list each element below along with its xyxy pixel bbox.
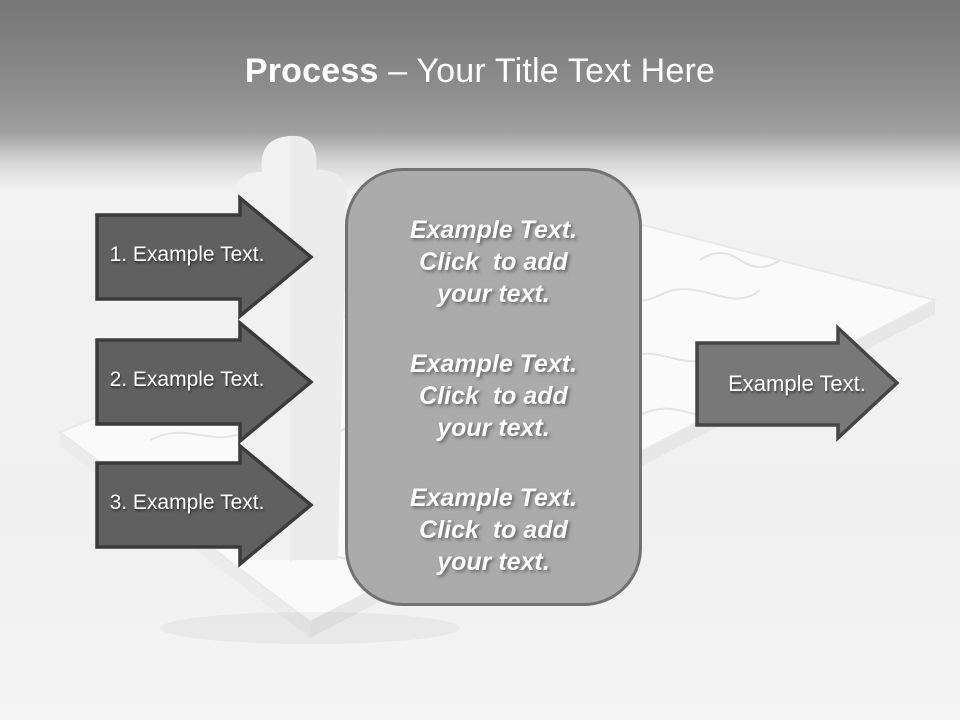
slide-title[interactable]: Process – Your Title Text Here	[0, 52, 960, 91]
step-arrow-label: 1. Example Text.	[109, 243, 265, 266]
step-arrow-label: 2. Example Text.	[109, 368, 265, 391]
step-arrow-label: 3. Example Text.	[109, 491, 265, 514]
output-arrow-label: Example Text.	[728, 371, 866, 396]
step-arrow-2[interactable]: 2. Example Text.	[95, 319, 314, 445]
step-arrow-3[interactable]: 3. Example Text.	[95, 442, 314, 568]
output-arrow[interactable]: Example Text.	[695, 323, 900, 443]
center-text-panel[interactable]: Example Text. Click to add your text. Ex…	[345, 168, 642, 606]
title-separator: –	[378, 52, 417, 90]
right-arrow-shape	[95, 194, 314, 320]
right-arrow-shape	[95, 319, 314, 445]
title-emphasis: Process	[244, 52, 379, 90]
placeholder-text-block[interactable]: Example Text. Click to add your text.	[409, 484, 578, 576]
step-arrow-1[interactable]: 1. Example Text.	[95, 194, 314, 320]
right-arrow-shape	[695, 323, 900, 443]
placeholder-text-block[interactable]: Example Text. Click to add your text.	[409, 350, 578, 442]
placeholder-text-block[interactable]: Example Text. Click to add your text.	[409, 216, 578, 308]
board-shadow	[160, 612, 460, 644]
title-text: Your Title Text Here	[416, 52, 716, 90]
right-arrow-shape	[95, 442, 314, 568]
